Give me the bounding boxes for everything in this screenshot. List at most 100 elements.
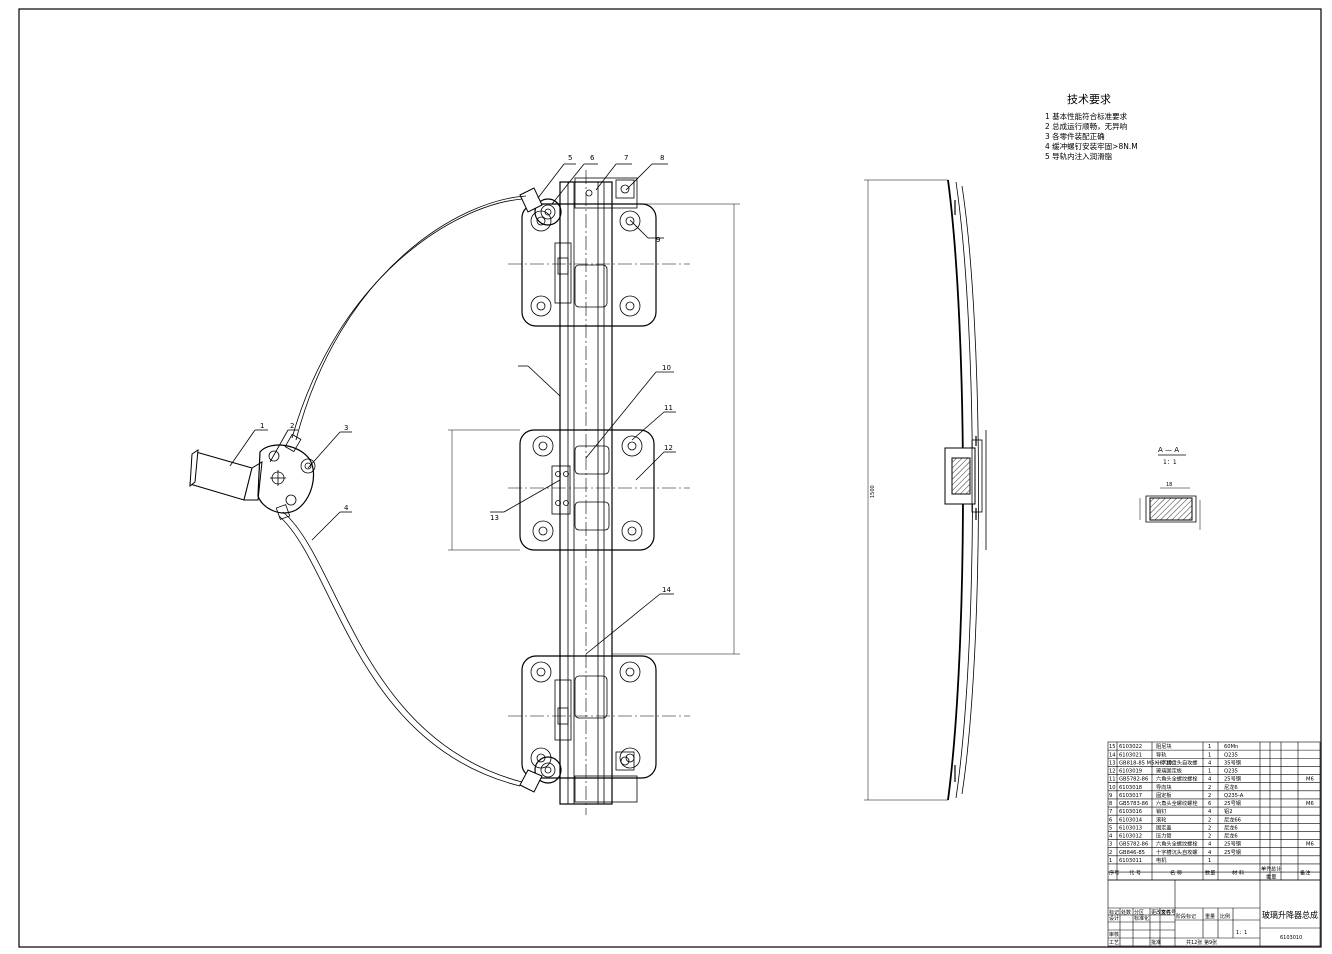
bom-row-code: 6103021 — [1119, 752, 1142, 758]
tb-label-mark: 标记 — [1109, 909, 1119, 916]
section-scale: 1：1 — [1163, 459, 1177, 466]
bom-row-qty: 1 — [1208, 744, 1211, 750]
tech-req-item-2: 2 总成运行顺畅，无异响 — [1045, 121, 1127, 131]
tech-req-item-4: 4 缓冲螺钉安装牢固>8N.M — [1045, 141, 1138, 151]
overall-height-dim: 1500 — [870, 485, 876, 498]
bom-row-name: 十字槽沉头自攻螺 — [1156, 848, 1198, 856]
tb-label-approve: 批准 — [1151, 939, 1161, 946]
callout-4: 4 — [344, 504, 349, 512]
tb-drawing-code: 6103010 — [1280, 935, 1302, 941]
bom-row-name: 销钉 — [1156, 807, 1166, 815]
bom-row-no: 15 — [1109, 744, 1116, 750]
bom-row-code: 6103013 — [1119, 825, 1142, 831]
bom-row-qty: 4 — [1208, 760, 1212, 766]
tb-scale-label: 比例 — [1220, 913, 1230, 920]
bom-row-no: 4 — [1109, 834, 1113, 840]
bom-row-name: 导向块 — [1156, 783, 1172, 791]
glass-fixing-plate — [519, 429, 655, 551]
tb-drawing-name: 玻璃升降器总成 — [1262, 910, 1318, 921]
bom-row-note: M6 — [1306, 801, 1314, 807]
bom-row-qty: 2 — [1208, 793, 1211, 799]
bom-header-no: 序号 — [1109, 869, 1119, 877]
bom-row-code: 6103014 — [1119, 817, 1143, 823]
tb-stage-label: 阶段标记 — [1176, 913, 1196, 920]
bom-row-material: 25号钢 — [1224, 848, 1241, 856]
bom-row-name: 十字槽盘头自攻螺 — [1156, 758, 1198, 766]
bom-row-no: 9 — [1109, 793, 1112, 799]
callout-12: 12 — [664, 444, 673, 452]
callout-10: 10 — [662, 364, 671, 372]
bom-row-material: 60Mn — [1224, 744, 1238, 750]
tech-requirements-title: 技术要求 — [1067, 93, 1111, 106]
bom-row-code: GB846-85 — [1119, 850, 1145, 856]
section-hatch — [1149, 497, 1193, 521]
bom-row-qty: 2 — [1208, 785, 1211, 791]
bom-row-no: 12 — [1109, 769, 1116, 775]
bom-row-code: GB818-85 M5X.8*10 — [1119, 760, 1172, 766]
bom-row-no: 6 — [1109, 817, 1112, 823]
bom-row-code: 6103017 — [1119, 793, 1142, 799]
bom-row-material: 尼龙6 — [1224, 823, 1238, 831]
bom-row-code: 6103012 — [1119, 834, 1142, 840]
bom-header-unit-weight: 单件 — [1261, 865, 1271, 873]
front-view — [189, 170, 740, 815]
callout-13: 13 — [490, 514, 499, 522]
bom-row-code: GB5783-86 — [1119, 801, 1148, 807]
tb-label-review: 审核 — [1109, 931, 1119, 938]
bom-row-qty: 6 — [1208, 801, 1211, 807]
bom-row-code: 6103018 — [1119, 785, 1142, 791]
callout-3: 3 — [344, 424, 348, 432]
bom-row-no: 8 — [1109, 801, 1112, 807]
bom-row-qty: 4 — [1208, 777, 1212, 783]
bom-row-code: 6103019 — [1119, 769, 1142, 775]
bom-row-qty: 4 — [1208, 842, 1212, 848]
bom-row-material: 尼龙66 — [1224, 815, 1241, 823]
bom-row-code: 6103016 — [1119, 809, 1142, 815]
bom-row-qty: 1 — [1208, 752, 1211, 758]
bom-row-no: 13 — [1109, 760, 1116, 766]
tb-scale-value: 1：1 — [1236, 930, 1247, 936]
bom-row-name: 六角头全螺纹螺栓 — [1156, 799, 1198, 807]
bom-header-total-weight: 总计 — [1271, 865, 1281, 873]
top-fixed-plate — [521, 203, 657, 327]
bom-row-material: Q235 — [1224, 769, 1238, 775]
bom-row-material: Q235-A — [1224, 793, 1244, 799]
bom-row-qty: 4 — [1208, 809, 1212, 815]
callout-9: 9 — [656, 236, 660, 244]
tech-req-item-1: 1 基本性能符合标准要求 — [1045, 111, 1128, 121]
bom-row-name: 玻璃固定板 — [1156, 767, 1183, 775]
bom-row-name: 滚轮 — [1156, 815, 1166, 823]
callout-7: 7 — [624, 154, 628, 162]
bom-row-code: 6103022 — [1119, 744, 1142, 750]
bom-row-material: 25号钢 — [1224, 775, 1241, 783]
lower-cable — [282, 511, 523, 783]
callout-8: 8 — [660, 154, 664, 162]
top-pulley — [534, 198, 562, 226]
bom-row-no: 3 — [1109, 842, 1112, 848]
callout-1: 1 — [260, 422, 264, 430]
bom-row-name: 六角头全螺纹螺栓 — [1156, 775, 1198, 783]
upper-cable — [295, 195, 527, 441]
bom-row-code: 6103011 — [1119, 858, 1142, 864]
tb-label-change: 更改文件号 — [1151, 909, 1176, 916]
bom-row-qty: 4 — [1208, 850, 1212, 856]
tech-req-item-5: 5 导轨内注入润滑脂 — [1045, 151, 1113, 161]
bom-row-code: GB5782-86 — [1119, 842, 1148, 848]
title-block: 标记 处数 分区 更改文件号 签名 设计 标准化 审核 工艺 批准 阶段标记 重… — [1107, 879, 1321, 947]
bom-row-qty: 2 — [1208, 817, 1211, 823]
section-label: A — A — [1158, 446, 1179, 454]
tb-label-design: 设计 — [1109, 915, 1119, 922]
bom-row-material: Q235 — [1224, 752, 1238, 758]
tech-req-item-3: 3 各零件装配正确 — [1045, 131, 1105, 141]
tb-label-zone: 分区 — [1134, 909, 1144, 916]
bom-row-note: M6 — [1306, 777, 1314, 783]
bom-header-material: 材 料 — [1232, 869, 1244, 877]
callout-numbers: 1 2 3 4 5 6 7 8 9 10 11 12 13 14 — [260, 154, 673, 594]
bom-row-name: 六角头全螺纹螺栓 — [1156, 840, 1198, 848]
bom-header-qty: 数量 — [1205, 869, 1215, 877]
callout-11: 11 — [664, 404, 673, 412]
bom-header-code: 代 号 — [1129, 869, 1141, 877]
callout-6: 6 — [590, 154, 595, 162]
callouts — [229, 163, 676, 655]
